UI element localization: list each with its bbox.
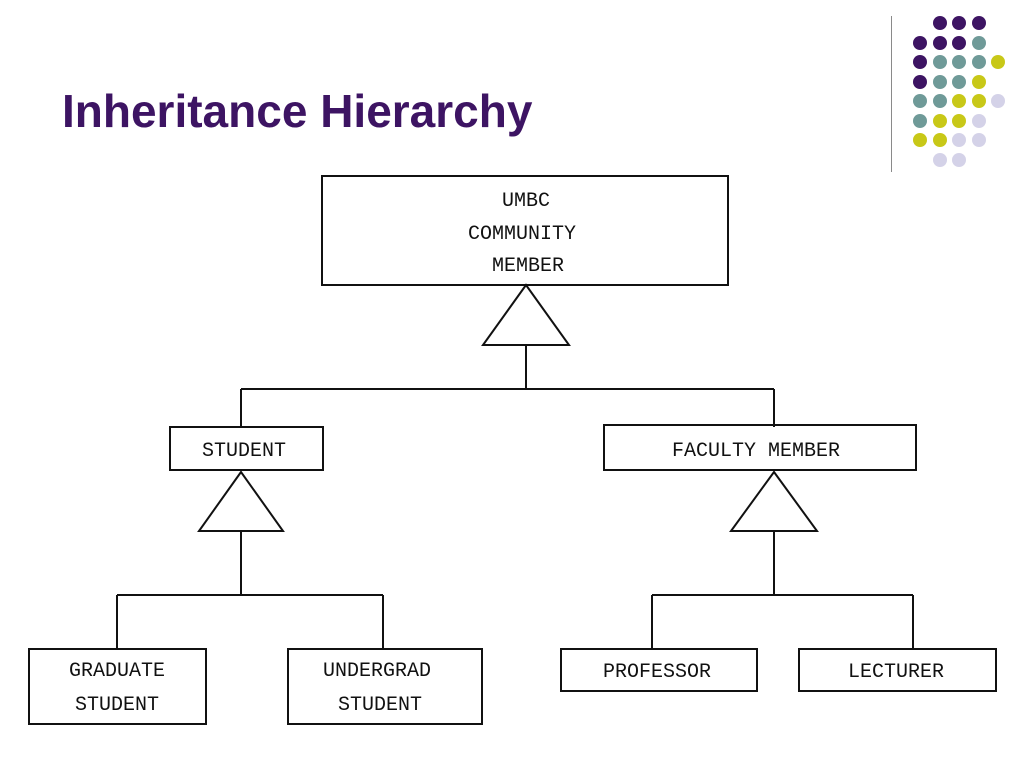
decorative-dot [952, 113, 966, 128]
decorative-dot [952, 152, 966, 167]
node-label-graduate-line1: GRADUATE [69, 660, 165, 683]
decorative-dot [971, 133, 986, 147]
inheritance-triangle-faculty [729, 470, 819, 532]
node-label-graduate-line2: STUDENT [75, 694, 159, 717]
connector-faculty-children [651, 531, 914, 649]
decorative-dot [932, 152, 947, 167]
decorative-dot [913, 74, 927, 89]
decorative-dot [932, 35, 947, 50]
decorative-dot [932, 113, 947, 128]
decorative-dot [971, 74, 986, 89]
decorative-dot [913, 55, 927, 69]
title-divider [891, 16, 892, 172]
node-label-student: STUDENT [202, 440, 286, 463]
connector-root-children [240, 345, 775, 427]
decorative-dot [971, 35, 986, 50]
decorative-dot [913, 133, 927, 147]
decorative-dot [971, 94, 986, 108]
node-box-lecturer [798, 648, 997, 692]
node-label-root-line1: UMBC [502, 190, 550, 213]
node-label-professor: PROFESSOR [603, 661, 711, 684]
decorative-dot [952, 16, 966, 30]
decorative-dot [932, 16, 947, 30]
connector-student-children [116, 531, 384, 649]
node-box-professor [560, 648, 758, 692]
decorative-dot [991, 55, 1005, 69]
decorative-dot [913, 35, 927, 50]
node-label-root-line3: MEMBER [492, 255, 564, 278]
decorative-dot [952, 94, 966, 108]
inheritance-triangle-root [481, 283, 571, 346]
decorative-dot [991, 94, 1005, 108]
node-label-undergrad-line2: STUDENT [338, 694, 422, 717]
slide-title: Inheritance Hierarchy [62, 85, 533, 137]
node-label-faculty: FACULTY MEMBER [672, 440, 840, 463]
decorative-dot [932, 94, 947, 108]
decorative-dot [932, 55, 947, 69]
node-box-faculty [603, 424, 917, 471]
node-label-lecturer: LECTURER [848, 661, 944, 684]
inheritance-triangle-student [197, 470, 285, 532]
decorative-dot [952, 35, 966, 50]
decorative-dot [971, 113, 986, 128]
decorative-dot [913, 94, 927, 108]
decorative-dot [971, 55, 986, 69]
decorative-dot [952, 55, 966, 69]
decorative-dot [952, 74, 966, 89]
decorative-dot [971, 16, 986, 30]
node-box-graduate [28, 648, 207, 725]
decorative-dot [932, 74, 947, 89]
node-box-student [169, 426, 324, 471]
node-label-root-line2: COMMUNITY [468, 223, 576, 246]
decorative-dot [932, 133, 947, 147]
node-label-undergrad-line1: UNDERGRAD [323, 660, 431, 683]
node-box-undergrad [287, 648, 483, 725]
decorative-dot [952, 133, 966, 147]
decorative-dot [913, 113, 927, 128]
